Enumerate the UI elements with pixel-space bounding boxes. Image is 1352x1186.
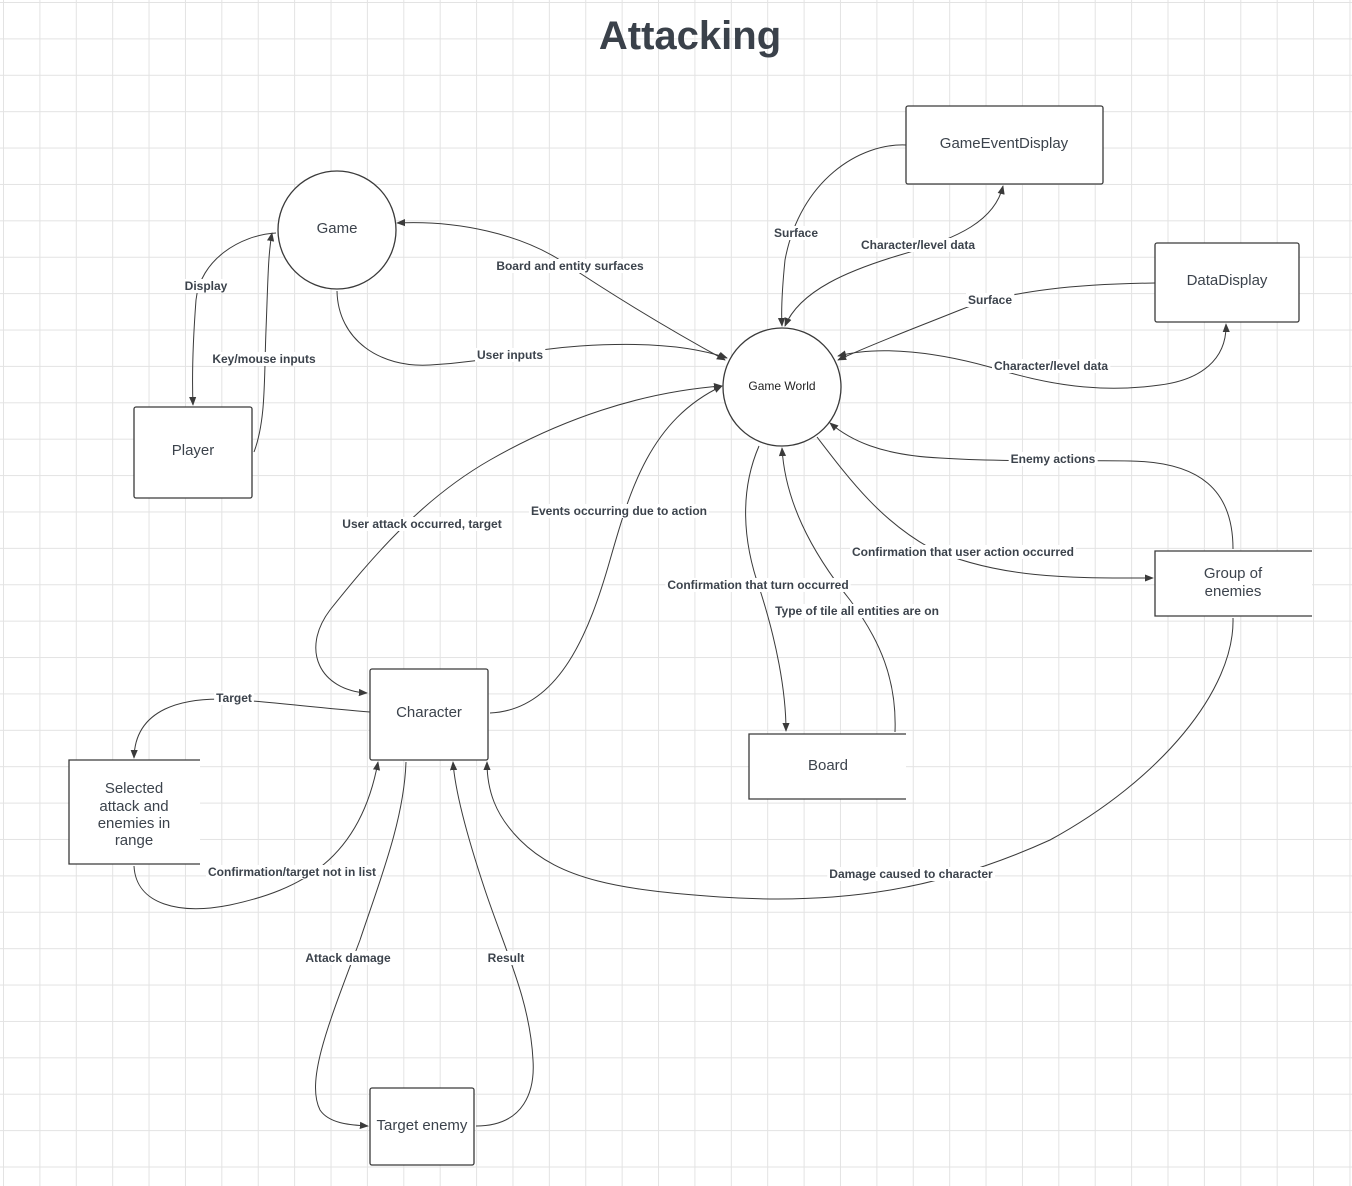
game-event-display-node[interactable]: GameEventDisplay <box>905 105 1104 185</box>
edge-label-damage-to-character: Damage caused to character <box>827 867 996 881</box>
edge-label-text-char-level-data-dd: Character/level data <box>994 359 1108 373</box>
edge-label-text-result: Result <box>488 951 525 965</box>
edge-label-confirmation-turn: Confirmation that turn occurred <box>665 578 851 592</box>
selected-attack-label-line-3: enemies in <box>98 815 171 832</box>
edge-label-text-surface-dd: Surface <box>968 293 1012 307</box>
edge-confirmation-target-not-in-list <box>133 761 381 910</box>
edge-result <box>449 761 534 1127</box>
edge-label-text-damage-to-character: Damage caused to character <box>829 867 993 881</box>
edge-label-text-confirmation-user-action: Confirmation that user action occurred <box>852 545 1074 559</box>
edge-label-text-confirmation-target-not-in-list: Confirmation/target not in list <box>208 865 376 879</box>
edge-label-confirmation-user-action: Confirmation that user action occurred <box>849 545 1077 559</box>
data-display-node[interactable]: DataDisplay <box>1154 242 1300 323</box>
selected-attack-label-line-2: attack and <box>99 798 168 815</box>
edge-label-text-user-attack-occurred: User attack occurred, target <box>342 517 501 531</box>
edge-char-level-data-dd <box>837 323 1230 389</box>
diagram-title: Attacking <box>598 14 782 58</box>
edge-label-text-type-of-tile: Type of tile all entities are on <box>775 604 939 618</box>
edge-label-text-board-entity-surfaces: Board and entity surfaces <box>496 259 644 273</box>
game-world-node[interactable]: Game World <box>722 327 842 447</box>
edge-label-text-target: Target <box>216 691 252 705</box>
edge-label-confirmation-target-not-in-list: Confirmation/target not in list <box>206 865 378 879</box>
edge-events-due-to-action <box>489 385 723 714</box>
edge-enemy-actions <box>829 422 1234 550</box>
edge-label-target: Target <box>214 691 254 705</box>
edge-key-mouse-inputs <box>253 232 275 453</box>
edge-label-key-mouse-inputs: Key/mouse inputs <box>210 352 318 366</box>
edge-label-display: Display <box>182 279 230 293</box>
character-node[interactable]: Character <box>369 668 489 761</box>
group-of-enemies-label-line-1: Group of <box>1204 565 1263 582</box>
edge-label-surface-dd: Surface <box>965 293 1015 307</box>
edge-label-events-due-to-action: Events occurring due to action <box>528 504 710 518</box>
selected-attack-label-line-4: range <box>115 832 153 849</box>
edge-type-of-tile <box>778 447 896 733</box>
player-node[interactable]: Player <box>133 406 253 499</box>
selected-attack-node[interactable]: Selected attack and enemies in range <box>68 759 200 865</box>
player-label: Player <box>172 442 215 459</box>
edge-label-text-surface-ged: Surface <box>774 226 818 240</box>
edge-label-surface-ged: Surface <box>771 226 821 240</box>
edge-label-text-enemy-actions: Enemy actions <box>1011 452 1096 466</box>
edge-label-text-user-inputs: User inputs <box>477 348 543 362</box>
edge-label-board-entity-surfaces: Board and entity surfaces <box>494 259 647 273</box>
game-event-display-label: GameEventDisplay <box>940 135 1069 152</box>
edge-label-user-attack-occurred: User attack occurred, target <box>340 517 504 531</box>
edge-damage-to-character <box>483 617 1234 900</box>
edge-user-attack-occurred <box>315 383 723 697</box>
edge-label-result: Result <box>485 951 527 965</box>
edge-label-type-of-tile: Type of tile all entities are on <box>773 604 941 618</box>
edge-label-text-confirmation-turn: Confirmation that turn occurred <box>667 578 848 592</box>
board-node[interactable]: Board <box>748 733 906 800</box>
game-world-label: Game World <box>748 379 815 393</box>
selected-attack-label-line-1: Selected <box>105 780 163 797</box>
edge-label-char-level-data-dd: Character/level data <box>991 359 1111 373</box>
game-label: Game <box>317 220 358 237</box>
game-node[interactable]: Game <box>277 170 397 290</box>
data-display-label: DataDisplay <box>1187 272 1268 289</box>
edge-label-text-char-level-data-ged: Character/level data <box>861 238 975 252</box>
edge-label-text-events-due-to-action: Events occurring due to action <box>531 504 707 518</box>
edge-display <box>189 232 277 406</box>
edge-attack-damage <box>315 761 407 1129</box>
edge-label-text-attack-damage: Attack damage <box>305 951 391 965</box>
edge-board-entity-surfaces <box>396 219 726 361</box>
group-of-enemies-node[interactable]: Group of enemies <box>1154 550 1312 617</box>
edge-target <box>130 698 371 759</box>
edge-label-user-inputs: User inputs <box>474 348 546 362</box>
edge-char-level-data-ged <box>784 185 1005 327</box>
edge-label-enemy-actions: Enemy actions <box>1008 452 1098 466</box>
target-enemy-label: Target enemy <box>377 1117 468 1134</box>
edge-label-text-key-mouse-inputs: Key/mouse inputs <box>212 352 316 366</box>
target-enemy-node[interactable]: Target enemy <box>369 1087 475 1166</box>
board-label: Board <box>808 757 848 774</box>
edge-label-char-level-data-ged: Character/level data <box>858 238 978 252</box>
edge-label-attack-damage: Attack damage <box>303 951 394 965</box>
character-label: Character <box>396 704 462 721</box>
group-of-enemies-label-line-2: enemies <box>1205 583 1262 600</box>
edge-label-text-display: Display <box>185 279 228 293</box>
